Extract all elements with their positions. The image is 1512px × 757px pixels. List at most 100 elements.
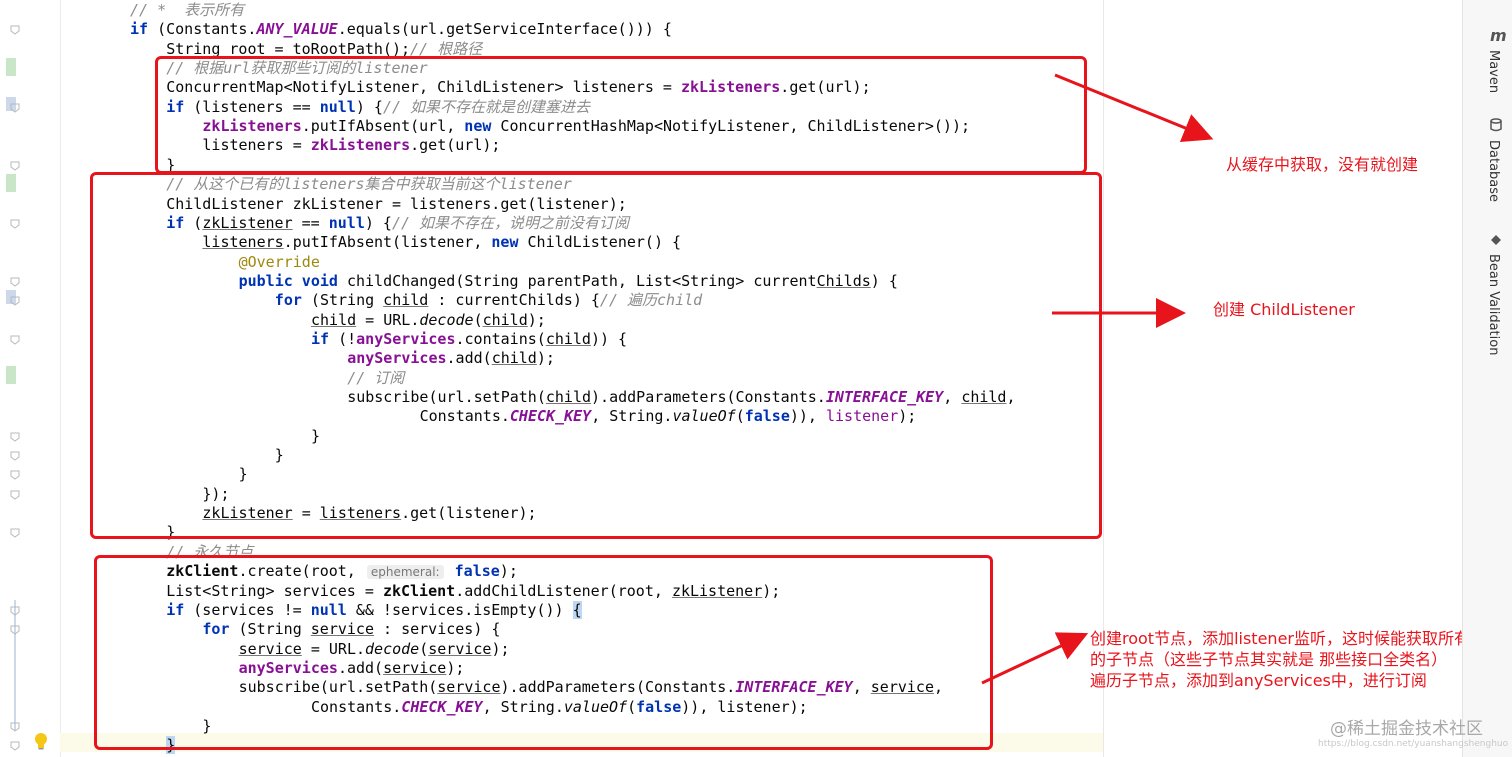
fold-arrow-icon[interactable] (10, 451, 20, 461)
code-line[interactable]: public void childChanged(String parentPa… (239, 272, 898, 291)
code-line[interactable]: } (239, 465, 248, 484)
fold-arrow-icon[interactable] (10, 161, 20, 171)
code-line[interactable]: listeners.putIfAbsent(listener, new Chil… (202, 233, 681, 252)
code-token: Constants. (419, 407, 510, 426)
code-token: zkClient (166, 562, 239, 581)
code-token: List<String> services = (166, 581, 383, 600)
change-marker[interactable] (14, 600, 16, 730)
tool-tab-maven[interactable]: Maven (1486, 50, 1501, 94)
code-token: anyServices (356, 329, 456, 348)
code-line[interactable]: service = URL.decode(service); (239, 640, 510, 659)
tool-tab-database[interactable]: Database (1486, 140, 1501, 203)
code-line[interactable]: listeners = zkListeners.get(url); (202, 136, 500, 155)
code-token: ( (735, 407, 745, 426)
fold-arrow-icon[interactable] (10, 528, 20, 539)
database-icon[interactable] (1490, 118, 1502, 136)
fold-arrow-icon[interactable] (10, 219, 20, 229)
code-token: )) { (590, 329, 628, 348)
annotation-note-root-node: 创建root节点，添加listener监听，这时候能获取所有 的子节点（这些子节… (1090, 629, 1470, 690)
lightbulb-icon[interactable] (34, 732, 48, 750)
code-token: .contains( (455, 329, 546, 348)
code-line[interactable]: String root = toRootPath();// 根路径 (166, 40, 482, 59)
code-token: .get(listener); (401, 504, 537, 523)
code-line[interactable]: anyServices.add(child); (347, 349, 555, 368)
code-token: zkClient (382, 581, 456, 600)
fold-arrow-icon[interactable] (10, 606, 20, 616)
code-line[interactable]: } (202, 717, 211, 736)
code-line[interactable]: ConcurrentMap<NotifyListener, ChildListe… (166, 78, 870, 97)
fold-arrow-icon[interactable] (10, 625, 20, 635)
change-marker[interactable] (6, 366, 16, 384)
tool-tab-bean-validation[interactable]: Bean Validation (1486, 254, 1501, 356)
code-token: ); (527, 310, 546, 329)
code-token: } (202, 716, 212, 735)
code-line[interactable]: // 从这个已有的listeners集合中获取当前这个listener (166, 175, 572, 194)
code-token: child (545, 388, 592, 406)
code-token: @Override (238, 252, 320, 271)
change-marker[interactable] (6, 174, 16, 192)
fold-arrow-icon[interactable] (10, 25, 20, 35)
code-token: .get(url); (410, 136, 501, 155)
code-line[interactable]: List<String> services = zkClient.addChil… (166, 582, 780, 601)
annotation-note-child-listener: 创建 ChildListener (1213, 300, 1355, 319)
code-line[interactable]: zkListeners.putIfAbsent(url, new Concurr… (202, 117, 970, 136)
code-token: decode (419, 310, 474, 329)
code-token: anyServices (238, 658, 338, 677)
code-token: for (202, 620, 230, 639)
code-token: // * 表示所有 (130, 1, 245, 19)
code-token: Constants. (311, 697, 402, 716)
code-token: } (166, 736, 176, 755)
fold-arrow-icon[interactable] (10, 470, 20, 481)
annotation-box-cache (155, 56, 1087, 174)
maven-icon[interactable]: m (1490, 26, 1507, 45)
code-line[interactable]: if (services != null && !services.isEmpt… (166, 600, 582, 620)
code-token: child (482, 310, 528, 329)
fold-arrow-icon[interactable] (10, 722, 20, 732)
fold-arrow-icon[interactable] (10, 335, 20, 345)
bean-validation-icon[interactable] (1490, 234, 1502, 250)
code-token: ); (762, 581, 781, 600)
right-margin-guide (1103, 0, 1104, 757)
fold-arrow-icon[interactable] (10, 277, 20, 287)
code-line[interactable]: // * 表示所有 (130, 1, 244, 20)
fold-arrow-icon[interactable] (10, 103, 20, 113)
code-line[interactable]: for (String service : services) { (202, 620, 500, 639)
code-line[interactable]: for (String child : currentChilds) {// 遍… (275, 291, 702, 310)
code-line[interactable]: child = URL.decode(child); (311, 311, 546, 330)
code-line[interactable]: if (Constants.ANY_VALUE.equals(url.getSe… (130, 20, 672, 39)
fold-arrow-icon[interactable] (10, 741, 20, 751)
code-token: ConcurrentHashMap<NotifyListener, ChildL… (491, 117, 971, 136)
code-line[interactable]: }); (202, 485, 229, 504)
code-line[interactable]: // 订阅 (347, 369, 404, 388)
code-line[interactable]: } (166, 736, 176, 755)
code-line[interactable]: // 根据url获取那些订阅的listener (166, 59, 427, 78)
code-line[interactable]: Constants.CHECK_KEY, String.valueOf(fals… (311, 698, 808, 717)
code-token: ( (184, 213, 203, 232)
code-line[interactable]: ChildListener zkListener = listeners.get… (166, 195, 627, 214)
code-line[interactable]: zkClient.create(root, ephemeral: false); (166, 562, 518, 581)
code-token: .putIfAbsent(listener, (283, 233, 492, 252)
code-line[interactable]: anyServices.add(service); (239, 659, 465, 678)
code-line[interactable]: subscribe(url.setPath(service).addParame… (239, 678, 943, 697)
code-token: listeners (319, 504, 402, 523)
code-token: , (852, 678, 871, 697)
code-line[interactable]: if (listeners == null) {// 如果不存在就是创建塞进去 (166, 98, 590, 117)
code-line[interactable]: zkListener = listeners.get(listener); (202, 504, 536, 523)
code-token: service (310, 620, 374, 639)
code-line[interactable]: @Override (239, 253, 320, 272)
fold-arrow-icon[interactable] (10, 490, 20, 500)
code-line[interactable]: } (166, 523, 175, 542)
code-line[interactable]: if (!anyServices.contains(child)) { (311, 330, 627, 349)
code-line[interactable]: } (311, 427, 320, 446)
change-marker[interactable] (6, 58, 16, 76)
code-line[interactable]: subscribe(url.setPath(child).addParamete… (347, 388, 1015, 407)
fold-arrow-icon[interactable] (10, 432, 20, 442)
code-line[interactable]: } (166, 156, 175, 175)
code-line[interactable]: } (275, 446, 284, 465)
code-token: : services) { (373, 620, 501, 639)
code-line[interactable]: Constants.CHECK_KEY, String.valueOf(fals… (420, 407, 917, 426)
fold-arrow-icon[interactable] (10, 296, 20, 306)
code-token: decode (365, 639, 420, 658)
code-line[interactable]: if (zkListener == null) {// 如果不存在，说明之前没有… (166, 214, 629, 233)
